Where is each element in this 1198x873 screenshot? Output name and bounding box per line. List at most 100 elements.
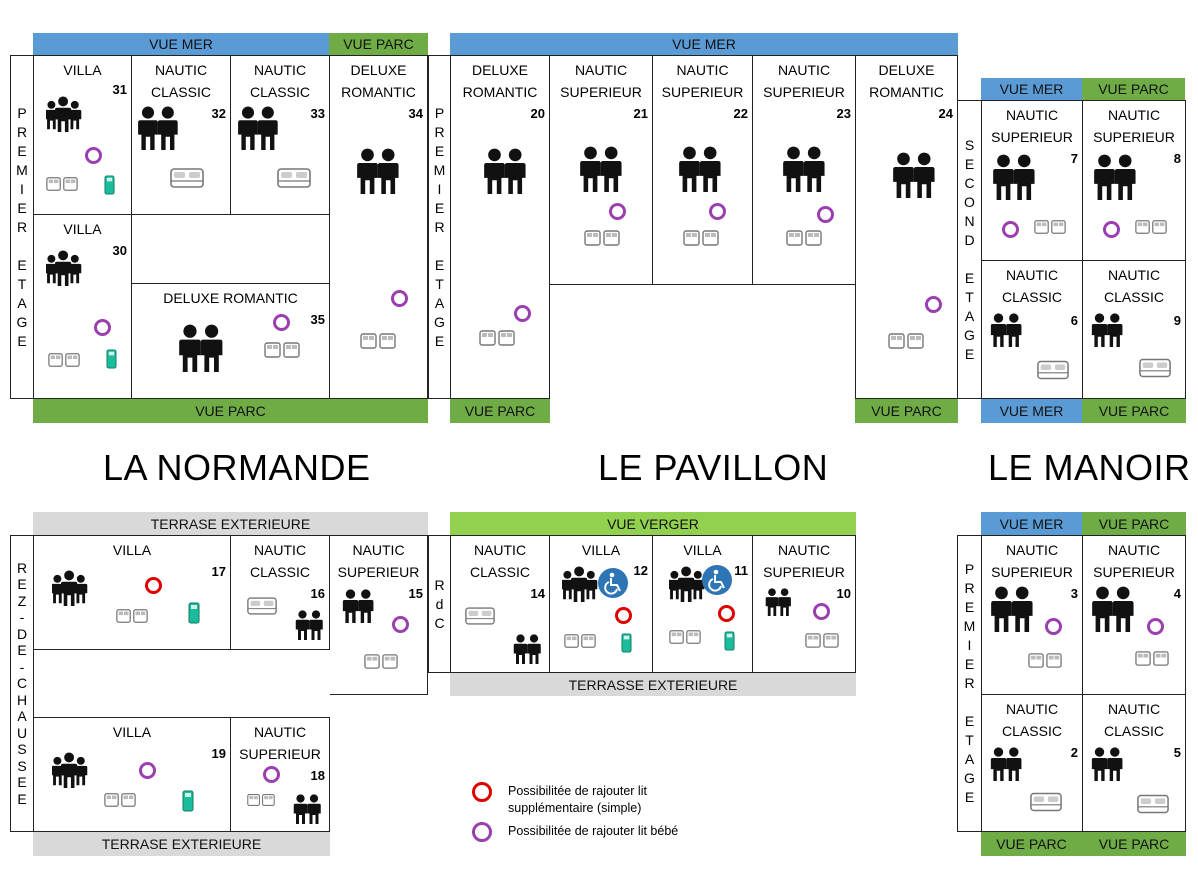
band-vue-parc: VUE PARC [1082, 512, 1186, 535]
band-vue-parc: VUE PARC [329, 33, 428, 55]
room-type: NAUTIC [1005, 267, 1059, 283]
room-31[interactable]: VILLA 31 [33, 55, 132, 215]
couple-icon [990, 586, 1036, 632]
room-12[interactable]: VILLA 12 [549, 535, 653, 673]
room-type: NAUTIC [777, 542, 831, 558]
room-17[interactable]: VILLA 17 [33, 535, 231, 650]
room-number: 34 [408, 106, 423, 121]
band-vue-parc: VUE PARC [981, 832, 1082, 856]
room-number: 5 [1173, 745, 1181, 760]
floor-letter: I [20, 180, 24, 197]
band-vue-mer: VUE MER [450, 33, 958, 55]
floor-letter: S [17, 741, 27, 758]
couple-icon [178, 324, 226, 372]
extra-bed-marker [615, 607, 632, 624]
couple-icon [990, 747, 1024, 781]
floor-letter: O [964, 193, 975, 210]
floor-letter: A [17, 708, 27, 725]
floor-letter: U [16, 724, 28, 741]
legend-extra-bed: Possibilitée de rajouter lit supplémenta… [508, 784, 647, 815]
room-type: VILLA [63, 221, 102, 237]
room-type-line2: SUPERIEUR [991, 564, 1073, 580]
room-19[interactable]: VILLA 19 [33, 717, 231, 832]
couple-icon [513, 634, 543, 664]
room-type: NAUTIC [1005, 542, 1059, 558]
room-type-line2: CLASSIC [250, 84, 310, 100]
floor-letter: Z [17, 592, 27, 609]
twin-beds-icon [364, 653, 398, 670]
couple-icon [1091, 313, 1125, 347]
twin-beds-icon [564, 633, 596, 649]
twin-beds-icon [786, 229, 822, 247]
twin-beds-icon [683, 229, 719, 247]
single-bed-icon [106, 349, 117, 369]
room-number: 16 [310, 586, 325, 601]
room-number: 21 [633, 106, 648, 121]
family-icon [52, 752, 88, 788]
floor-letter: G [16, 313, 28, 330]
baby-bed-marker [709, 203, 726, 220]
double-bed-icon [1139, 357, 1171, 379]
room-type: DELUXE [350, 62, 407, 78]
room-type-line2: SUPERIEUR [661, 84, 744, 100]
room-type-line2: SUPERIEUR [1093, 564, 1175, 580]
floor-letter: P [434, 104, 445, 121]
room-type: NAUTIC [1107, 701, 1161, 717]
room-number: 9 [1173, 313, 1181, 328]
floor-letter: R [964, 580, 975, 596]
room-type: NAUTIC [1005, 701, 1059, 717]
room-type: NAUTIC [1107, 542, 1161, 558]
room-35[interactable]: DELUXE ROMANTIC 35 [131, 283, 330, 399]
double-bed-icon [1137, 793, 1169, 815]
floor-letter: T [435, 275, 444, 292]
floor-letter: I [967, 637, 972, 653]
couple-icon [990, 313, 1024, 347]
room-11[interactable]: VILLA 11 [652, 535, 753, 673]
couple-icon [992, 154, 1038, 200]
room-number: 30 [112, 243, 127, 258]
twin-beds-icon [888, 332, 924, 350]
baby-bed-marker [273, 314, 290, 331]
room-30[interactable]: VILLA 30 [33, 214, 132, 399]
room-type-line2: ROMANTIC [341, 84, 416, 100]
floor-letter: E [17, 642, 27, 659]
floor-letter: M [963, 618, 976, 634]
floor-letter: E [434, 142, 445, 159]
couple-icon [1091, 586, 1137, 632]
twin-beds-icon [46, 176, 78, 192]
room-34[interactable]: DELUXE ROMANTIC 34 [329, 55, 428, 399]
room-number: 33 [310, 106, 325, 121]
floor-letter: C [434, 614, 445, 631]
floor-letter: E [964, 155, 975, 172]
room-type: VILLA [683, 542, 722, 558]
baby-bed-marker [925, 296, 942, 313]
floor-letter: E [17, 790, 27, 807]
room-number: 10 [836, 586, 851, 601]
room-type: NAUTIC [473, 542, 527, 558]
baby-bed-marker [1103, 221, 1120, 238]
room-type-line2: CLASSIC [470, 564, 530, 580]
floor-letter [438, 237, 442, 256]
band-vue-parc: VUE PARC [1082, 832, 1186, 856]
